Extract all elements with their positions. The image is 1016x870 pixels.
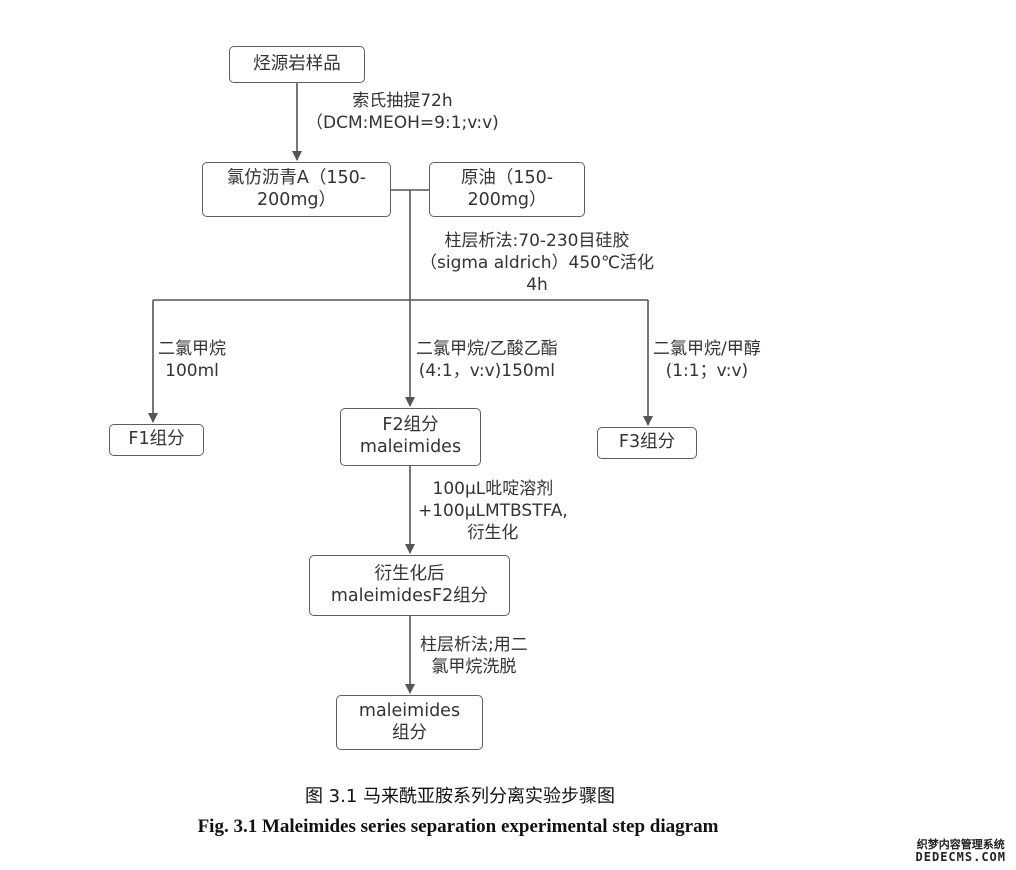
label-elute-f1: 二氯甲烷 100ml bbox=[158, 338, 226, 382]
label-elute-f3-line1: 二氯甲烷/甲醇 bbox=[653, 339, 761, 359]
label-derivatize: 100μL吡啶溶剂 +100μLMTBSTFA, 衍生化 bbox=[418, 478, 568, 544]
label-column-line3: 4h bbox=[526, 275, 548, 296]
node-crude-line1: 原油（150- bbox=[460, 167, 554, 188]
label-elute-f2: 二氯甲烷/乙酸乙酯 (4:1，v:v)150ml bbox=[416, 338, 558, 382]
watermark-line1: 织梦内容管理系统 bbox=[916, 837, 1005, 851]
caption-english: Fig. 3.1 Maleimides series separation ex… bbox=[197, 816, 719, 837]
node-f2-line1: F2组分 bbox=[382, 415, 439, 436]
node-sample: 烃源岩样品 bbox=[229, 46, 365, 83]
label-elute-f2-line1: 二氯甲烷/乙酸乙酯 bbox=[416, 339, 558, 359]
node-derivatized: 衍生化后 maleimidesF2组分 bbox=[309, 555, 510, 616]
node-f2-line2: maleimides bbox=[359, 437, 462, 457]
label-elute-f3: 二氯甲烷/甲醇 (1:1；v:v) bbox=[653, 338, 761, 382]
node-sample-text: 烃源岩样品 bbox=[253, 53, 341, 74]
label-derivatize-line2: +100μLMTBSTFA, bbox=[418, 501, 568, 522]
watermark-line2: DEDECMS.COM bbox=[915, 849, 1006, 864]
node-final-line2: 组分 bbox=[392, 722, 427, 743]
node-final: maleimides 组分 bbox=[336, 695, 483, 750]
node-crude-line2: 200mg） bbox=[467, 189, 547, 210]
label-soxhlet-line2: （DCM:MEOH=9:1;v:v) bbox=[306, 113, 499, 134]
label-elute-f3-line2: (1:1；v:v) bbox=[665, 361, 749, 382]
node-final-line1: maleimides bbox=[358, 700, 461, 721]
label-column-line1: 柱层析法:70-230目硅胶 bbox=[444, 231, 630, 251]
node-derivatized-line1: 衍生化后 bbox=[374, 563, 445, 584]
label-soxhlet: 索氏抽提72h （DCM:MEOH=9:1;v:v) bbox=[306, 90, 499, 134]
caption-chinese: 图 3.1 马来酰亚胺系列分离实验步骤图 bbox=[304, 786, 616, 807]
node-f1-text: F1组分 bbox=[128, 429, 185, 450]
node-f2: F2组分 maleimides bbox=[340, 408, 481, 466]
label-elute-f1-line1: 二氯甲烷 bbox=[158, 339, 226, 359]
node-crude: 原油（150- 200mg） bbox=[429, 162, 585, 217]
label-column2-line2: 氯甲烷洗脱 bbox=[431, 657, 517, 678]
label-derivatize-line3: 衍生化 bbox=[467, 523, 519, 544]
label-soxhlet-line1: 索氏抽提72h bbox=[352, 91, 453, 111]
node-f3-text: F3组分 bbox=[618, 432, 676, 453]
node-bitumen-line1: 氯仿沥青A（150- bbox=[226, 167, 367, 188]
node-f1: F1组分 bbox=[109, 424, 204, 456]
node-bitumen: 氯仿沥青A（150- 200mg） bbox=[202, 162, 391, 217]
watermark: 织梦内容管理系统 DEDECMS.COM bbox=[915, 837, 1006, 864]
label-elute-f1-line2: 100ml bbox=[165, 361, 219, 382]
label-column-line2: （sigma aldrich）450℃活化 bbox=[420, 253, 655, 274]
label-column2: 柱层析法;用二 氯甲烷洗脱 bbox=[420, 634, 528, 678]
label-derivatize-line1: 100μL吡啶溶剂 bbox=[432, 479, 554, 499]
label-elute-f2-line2: (4:1，v:v)150ml bbox=[418, 361, 555, 382]
label-column2-line1: 柱层析法;用二 bbox=[420, 635, 528, 655]
node-bitumen-line2: 200mg） bbox=[256, 189, 337, 210]
node-derivatized-line2: maleimidesF2组分 bbox=[330, 585, 489, 606]
label-column: 柱层析法:70-230目硅胶 （sigma aldrich）450℃活化 4h bbox=[420, 230, 654, 296]
node-f3: F3组分 bbox=[597, 427, 697, 459]
